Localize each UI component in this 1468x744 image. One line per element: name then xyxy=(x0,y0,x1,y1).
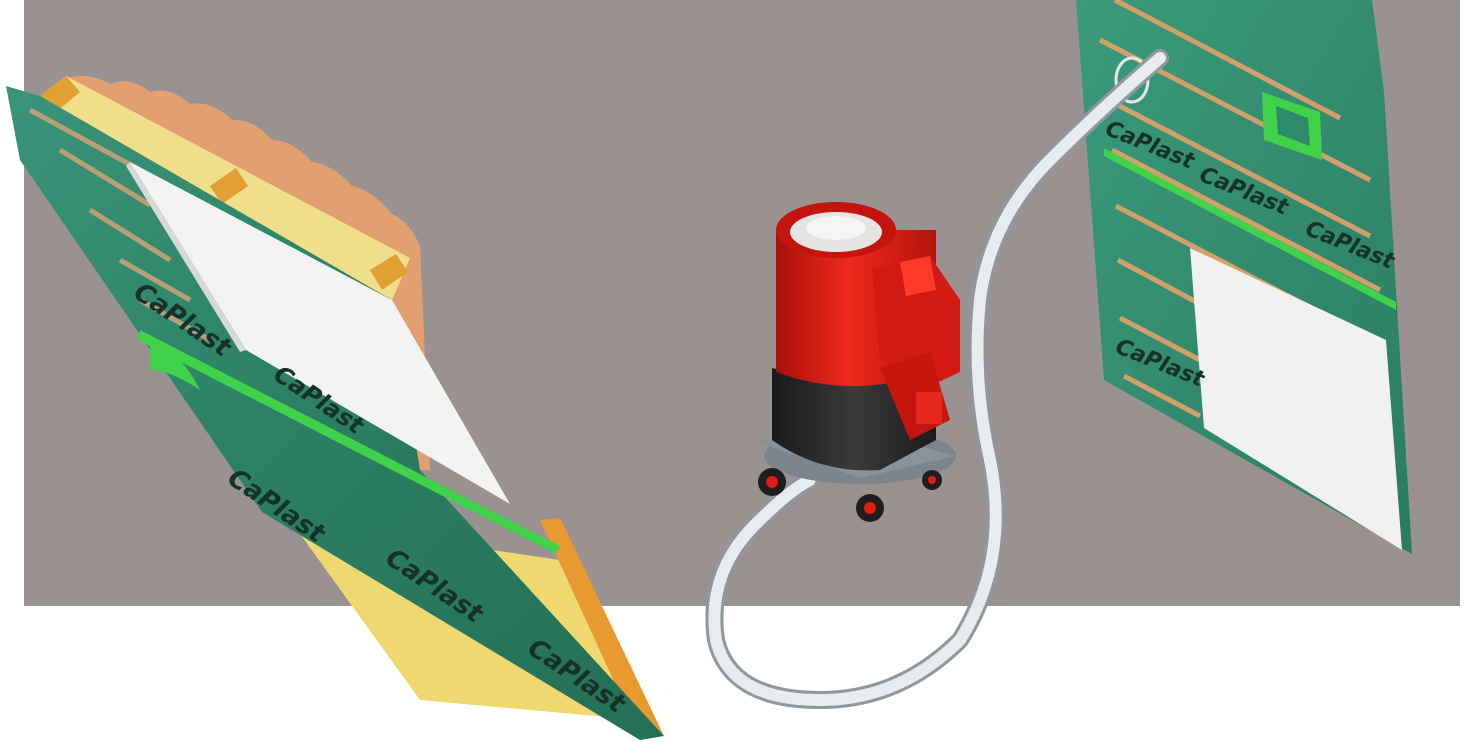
insulation-blowing-machine xyxy=(752,202,960,522)
